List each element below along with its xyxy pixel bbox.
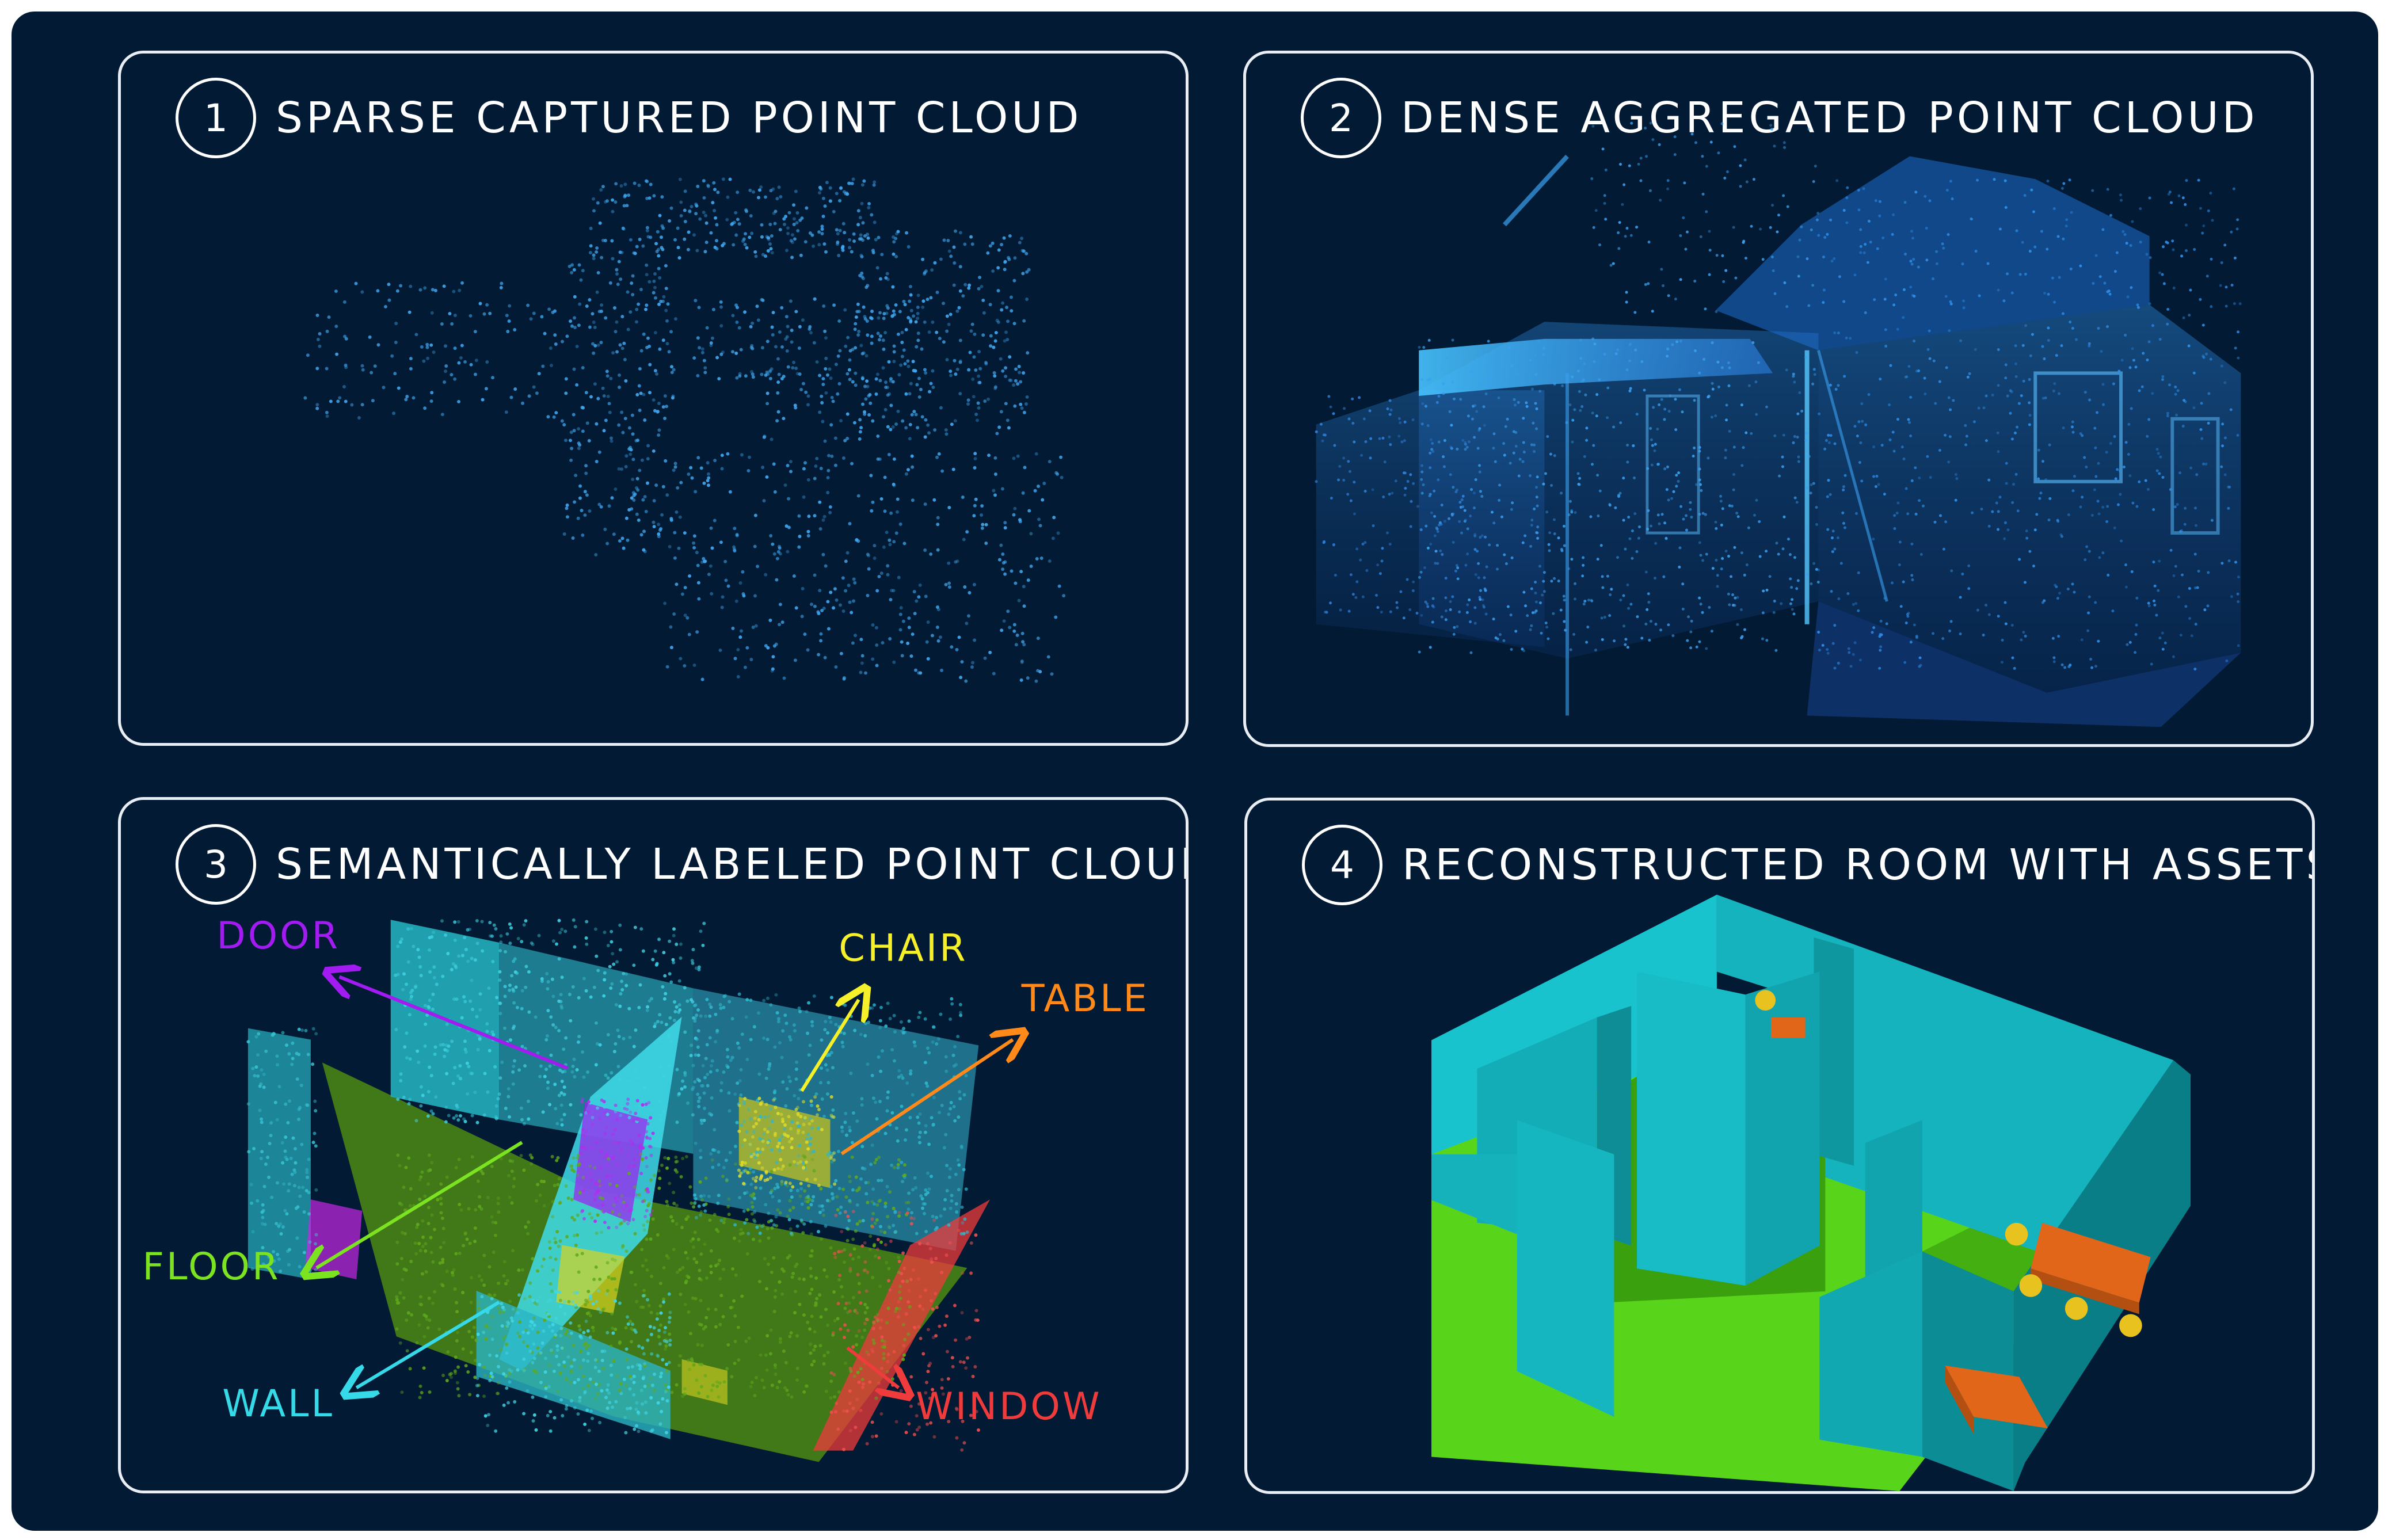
panel-header: 4 RECONSTRUCTED ROOM WITH ASSETS: [1302, 819, 2315, 911]
room-wall: [1431, 1154, 1517, 1234]
panel-dense-point-cloud: 2 DENSE AGGREGATED POINT CLOUD: [1243, 51, 2314, 747]
panel-header: 2 DENSE AGGREGATED POINT CLOUD: [1301, 72, 2258, 164]
semantic-point-cloud-graphic: DOOR CHAIR TABLE FLOOR WALL WINDOW: [142, 914, 1149, 1462]
table-asset: [2031, 1222, 2151, 1303]
semantic-point-cloud-dots: [246, 918, 980, 1452]
window-label: WINDOW: [916, 1385, 1102, 1428]
semantic-labels: DOOR CHAIR TABLE FLOOR WALL WINDOW: [142, 914, 1149, 1428]
door-label: DOOR: [216, 914, 340, 958]
sparse-point-cloud-dots: [303, 177, 1066, 683]
panel-title: SEMANTICALLY LABELED POINT CLOUD: [276, 840, 1189, 889]
panel-header: 3 SEMANTICALLY LABELED POINT CLOUD: [176, 818, 1189, 910]
panel-title: DENSE AGGREGATED POINT CLOUD: [1401, 93, 2258, 143]
chair-asset: [2019, 1274, 2043, 1297]
table-arrow: [840, 1040, 1013, 1156]
step-number-badge: 1: [176, 78, 256, 158]
sparse-point-cloud-graphic: [303, 177, 1066, 683]
chair-arrow: [800, 1000, 859, 1092]
wall-arrow: [356, 1301, 500, 1388]
panel-title: SPARSE CAPTURED POINT CLOUD: [276, 93, 1083, 143]
semantic-room-shapes: [247, 920, 991, 1462]
step-number-badge: 3: [176, 824, 256, 905]
floor-arrow: [317, 1141, 523, 1268]
room-wall: [1637, 971, 1746, 1286]
semantic-label-arrows: [317, 977, 1013, 1387]
chair-asset: [1755, 990, 1776, 1011]
dense-point-cloud-graphic: [1315, 121, 2242, 727]
step-number-badge: 2: [1301, 78, 1381, 158]
table-label: TABLE: [1021, 977, 1149, 1020]
room-wall: [1745, 971, 1820, 1286]
reconstructed-room-graphic: [1431, 894, 2191, 1491]
chair-asset: [2119, 1314, 2142, 1337]
window-arrow: [846, 1346, 898, 1387]
panel-reconstructed-room: 4 RECONSTRUCTED ROOM WITH ASSETS: [1244, 798, 2315, 1494]
chair-asset: [2065, 1297, 2088, 1320]
floor-label: FLOOR: [142, 1245, 280, 1289]
table-asset: [1945, 1365, 2048, 1428]
dense-point-cloud-dots: [1315, 121, 2242, 671]
room-model: [1431, 894, 2191, 1491]
panel-semantic-point-cloud: 3 SEMANTICALLY LABELED POINT CLOUD: [118, 797, 1189, 1493]
chair-asset: [2005, 1222, 2028, 1246]
figure-board: 1 SPARSE CAPTURED POINT CLOUD 2 DENSE AG…: [12, 12, 2378, 1531]
room-wall: [1819, 1251, 1922, 1457]
step-number-badge: 4: [1302, 825, 1382, 905]
table-asset: [1771, 1017, 1806, 1038]
wall-label: WALL: [222, 1382, 334, 1425]
chair-label: CHAIR: [839, 927, 968, 970]
dense-point-cloud-volume: [1316, 154, 2241, 727]
panel-header: 1 SPARSE CAPTURED POINT CLOUD: [176, 72, 1083, 164]
panel-title: RECONSTRUCTED ROOM WITH ASSETS: [1402, 840, 2315, 890]
panel-sparse-point-cloud: 1 SPARSE CAPTURED POINT CLOUD: [118, 51, 1189, 746]
door-arrow: [340, 977, 569, 1070]
room-wall: [1517, 1120, 1614, 1417]
